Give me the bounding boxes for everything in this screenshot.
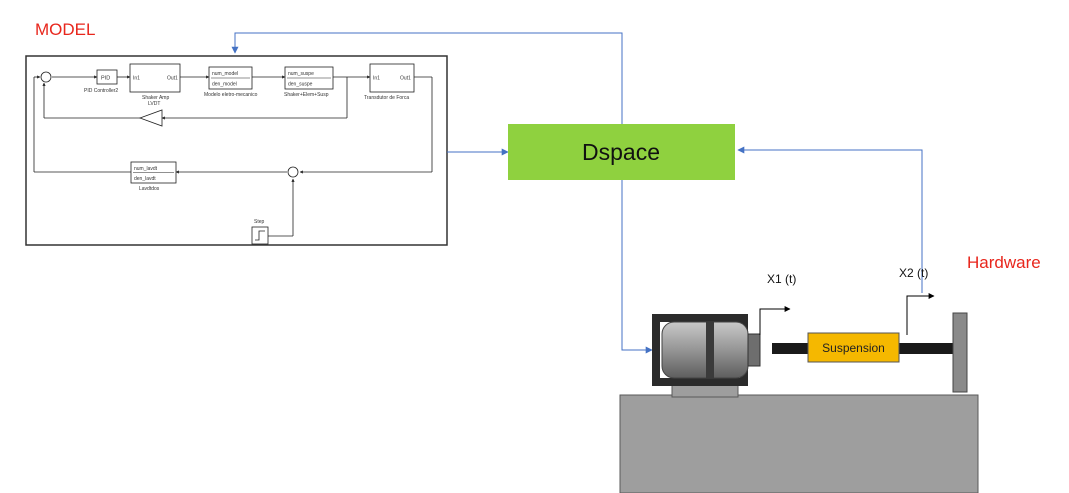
model-forward-path: [33, 75, 433, 237]
shaker-in-port: In1: [133, 76, 140, 82]
x2-label: X2 (t): [899, 266, 928, 280]
trans-label: Transdutor de Forca: [364, 95, 409, 101]
dspace-label: Dspace: [582, 139, 660, 165]
rod-right: [899, 343, 955, 354]
end-plate: [952, 312, 968, 393]
susp-label: Shaker+Elem+Susp: [284, 92, 329, 98]
test-bench-base: [619, 394, 979, 493]
rod-left: [772, 343, 808, 354]
shaker-suspension-block: num_suspe den_suspe Shaker+Elem+Susp: [284, 66, 334, 98]
step-block: Step: [251, 219, 269, 245]
x1-label: X1 (t): [767, 272, 796, 286]
lvdt-transfer-block: num_lavdt den_lavdt Lavdtdos: [130, 161, 177, 192]
shaker-amp-block: In1 Out1 Shaker Amp LVDT: [129, 63, 181, 107]
shaker-label-1: Shaker Amp: [142, 95, 169, 101]
step-label: Step: [254, 219, 265, 225]
arrow-dspace-to-model: [231, 32, 623, 124]
elec-den: den_model: [212, 82, 237, 88]
shaker-label-2: LVDT: [148, 101, 160, 107]
x2-measure-arrow: [906, 293, 935, 335]
sum-junction-2: [287, 166, 299, 178]
arrow-sensor-to-dspace: [737, 146, 923, 293]
electromechanical-model-block: num_model den_model Modelo eletro-mecani…: [204, 66, 258, 98]
sum-junction-1: [40, 71, 52, 83]
lvdt-den: den_lavdt: [134, 176, 156, 182]
pid-inner-text: PID: [101, 76, 110, 82]
actuator-cylinder: [661, 321, 749, 379]
signal-connections: [231, 32, 923, 354]
susp-den: den_suspe: [288, 82, 313, 88]
force-transducer-block: In1 Out1 Transdutor de Forca: [364, 63, 415, 101]
model-block-diagram: PID PID Controller2 In1 Out1 Shaker Amp …: [25, 55, 448, 246]
suspension-element: [807, 332, 900, 363]
pid-label: PID Controller2: [84, 88, 118, 94]
elec-num: num_model: [212, 71, 238, 77]
trans-out-port: Out1: [400, 76, 411, 82]
model-section-label: MODEL: [35, 20, 95, 39]
x1-measure-arrow: [759, 306, 791, 335]
hardware-rig: Suspension X1 (t) X2 (t): [619, 266, 979, 493]
lvdt-num: num_lavdt: [134, 166, 158, 172]
actuator-mount: [671, 384, 739, 398]
elec-label: Modelo eletro-mecanico: [204, 92, 258, 98]
gain-triangle-block: [138, 109, 163, 127]
trans-in-port: In1: [373, 76, 380, 82]
pid-controller-block: PID PID Controller2: [84, 69, 118, 94]
dspace-unit: Dspace: [508, 124, 735, 180]
shaker-out-port: Out1: [167, 76, 178, 82]
hardware-section-label: Hardware: [967, 253, 1041, 272]
suspension-label: Suspension: [822, 341, 885, 355]
susp-num: num_suspe: [288, 71, 314, 77]
lvdt-label: Lavdtdos: [139, 186, 160, 192]
arrow-dspace-to-actuator: [621, 180, 653, 354]
